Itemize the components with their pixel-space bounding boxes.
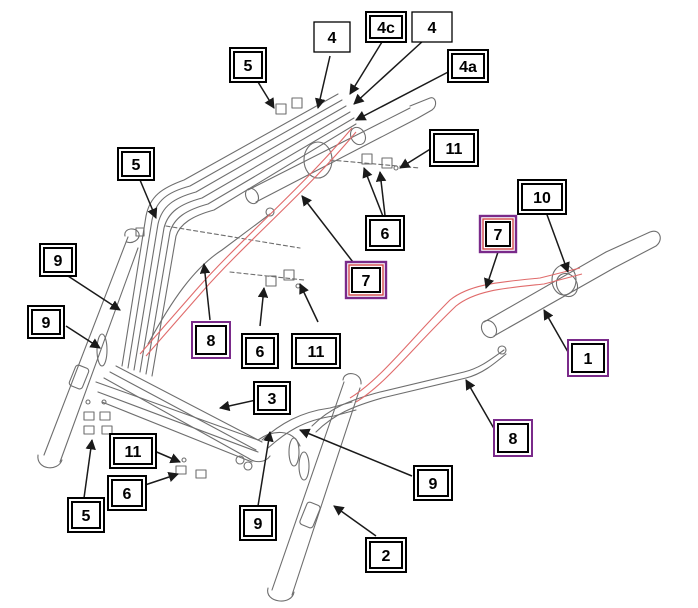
fittings xyxy=(83,97,577,481)
hose-8-right xyxy=(311,349,505,427)
hose-8-left xyxy=(147,213,271,345)
callout-label: 5 xyxy=(244,58,253,75)
hose-bundle xyxy=(121,93,357,377)
callout-c8-left: 8 xyxy=(191,321,231,359)
callout-c6-low: 6 xyxy=(107,475,147,511)
callout-c7-right: 7 xyxy=(478,214,518,254)
callout-label: 4 xyxy=(328,30,337,47)
callout-label: 8 xyxy=(509,431,518,448)
callout-c4-top: 4 xyxy=(313,21,351,53)
callout-c11-top: 11 xyxy=(429,129,479,167)
callout-label: 11 xyxy=(446,141,463,158)
callout-c6-top: 6 xyxy=(365,215,405,251)
callout-label: 4a xyxy=(459,59,477,76)
callout-label: 5 xyxy=(82,508,91,525)
callout-label: 9 xyxy=(42,315,51,332)
callout-frame xyxy=(313,21,351,53)
callout-label: 10 xyxy=(533,190,551,207)
right-cylinder xyxy=(480,230,661,339)
callout-label: 6 xyxy=(256,344,265,361)
callout-c5-left: 5 xyxy=(117,147,155,181)
callout-c7-center: 7 xyxy=(344,260,388,300)
callout-frame xyxy=(257,385,287,411)
callout-frame xyxy=(433,133,475,163)
callout-c2: 2 xyxy=(365,537,407,573)
callout-label: 9 xyxy=(429,476,438,493)
callout-frame xyxy=(113,437,153,465)
assembly-drawing xyxy=(37,93,661,602)
callout-label: 1 xyxy=(584,351,593,368)
callout-frame xyxy=(369,15,403,39)
callout-label: 4 xyxy=(428,20,437,37)
callout-frame xyxy=(451,53,485,79)
callout-c1: 1 xyxy=(567,339,609,377)
callout-frame xyxy=(233,51,263,79)
callout-c9-upper: 9 xyxy=(39,243,77,277)
callout-c9-left: 9 xyxy=(27,305,65,339)
callout-c4-right: 4 xyxy=(411,11,453,43)
callout-label: 9 xyxy=(54,253,63,270)
callout-frame xyxy=(71,501,101,529)
callout-frame xyxy=(195,325,227,355)
callout-c8-right: 8 xyxy=(493,419,533,457)
callout-frame xyxy=(243,509,273,537)
callout-frame xyxy=(245,337,275,365)
callout-label: 3 xyxy=(268,391,277,408)
callout-label: 9 xyxy=(254,516,263,533)
callout-frame xyxy=(43,247,73,273)
callout-c5-low: 5 xyxy=(67,497,105,533)
callout-frame xyxy=(121,151,151,177)
callout-frame xyxy=(31,309,61,335)
callout-c10: 10 xyxy=(517,179,567,215)
callout-frame xyxy=(521,183,563,211)
callout-frame xyxy=(417,469,449,497)
callout-label: 2 xyxy=(382,548,391,565)
callout-label: 7 xyxy=(362,273,371,290)
callout-c4a: 4a xyxy=(447,49,489,83)
callout-c3: 3 xyxy=(253,381,291,415)
callout-label: 11 xyxy=(125,444,142,461)
callout-label: 4c xyxy=(377,20,395,37)
callout-label: 6 xyxy=(381,226,390,243)
callout-c9-lowright: 9 xyxy=(413,465,453,501)
crossbeam xyxy=(95,381,301,463)
callout-c4c: 4c xyxy=(365,11,407,43)
callout-label: 6 xyxy=(123,486,132,503)
callout-c5-top: 5 xyxy=(229,47,267,83)
callout-label: 11 xyxy=(308,344,325,361)
callout-frame xyxy=(497,423,529,453)
callout-frame xyxy=(571,343,605,373)
callout-c9-bottom: 9 xyxy=(239,505,277,541)
callout-frame xyxy=(369,219,401,247)
callout-label: 7 xyxy=(494,227,503,244)
callout-frame xyxy=(111,479,143,507)
crossbeam-hoses xyxy=(103,365,357,463)
callout-frame xyxy=(411,11,453,43)
callout-label: 8 xyxy=(207,333,216,350)
callout-frame xyxy=(485,221,511,247)
callout-frame xyxy=(351,267,381,293)
callout-frame xyxy=(369,541,403,569)
callout-c6-mid: 6 xyxy=(241,333,279,369)
callout-c11-mid: 11 xyxy=(291,333,341,369)
callout-label: 5 xyxy=(132,157,141,174)
left-loader-arm xyxy=(37,228,140,469)
callout-c11-low: 11 xyxy=(109,433,157,469)
callout-frame xyxy=(295,337,337,365)
